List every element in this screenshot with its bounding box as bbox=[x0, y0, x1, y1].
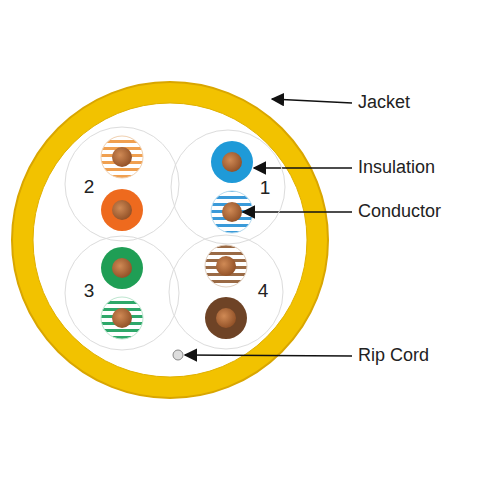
conductor bbox=[112, 200, 132, 220]
conductor bbox=[112, 147, 132, 167]
pair-circle: 1 bbox=[170, 129, 286, 245]
leader-line bbox=[272, 99, 352, 103]
part-label: Rip Cord bbox=[358, 345, 429, 367]
pair-outline bbox=[64, 126, 180, 242]
insulation bbox=[211, 141, 253, 183]
insulation bbox=[101, 247, 143, 289]
pair-number: 1 bbox=[260, 178, 271, 197]
leader-line bbox=[243, 211, 352, 213]
part-label: Conductor bbox=[358, 201, 441, 223]
part-label: Insulation bbox=[358, 157, 435, 179]
conductor-pair bbox=[211, 141, 253, 233]
jacket-inner bbox=[33, 103, 307, 377]
pair-number: 2 bbox=[84, 177, 95, 196]
leader-line bbox=[254, 167, 352, 169]
jacket bbox=[12, 82, 328, 398]
insulation bbox=[101, 189, 143, 231]
conductor-pair bbox=[101, 136, 143, 231]
pair-outline bbox=[171, 130, 285, 244]
insulation bbox=[101, 297, 143, 339]
insulation bbox=[205, 245, 247, 287]
pair-outline bbox=[169, 235, 283, 349]
conductor bbox=[222, 152, 242, 172]
conductor bbox=[112, 258, 132, 278]
conductor bbox=[216, 256, 236, 276]
conductor bbox=[112, 308, 132, 328]
pair-outline bbox=[65, 127, 179, 241]
pair-circle: 4 bbox=[168, 234, 284, 350]
conductor bbox=[216, 308, 236, 328]
pair-outline bbox=[64, 235, 180, 351]
conductor bbox=[222, 202, 242, 222]
pair-circle: 2 bbox=[64, 126, 180, 242]
pair-outline bbox=[65, 236, 179, 350]
pair-circle: 3 bbox=[64, 235, 180, 351]
insulation bbox=[205, 297, 247, 339]
insulation bbox=[101, 136, 143, 178]
rip-cord bbox=[173, 350, 183, 360]
conductor-pair bbox=[205, 245, 247, 339]
conductor-pair bbox=[101, 247, 143, 339]
leader-line bbox=[185, 355, 352, 356]
pair-number: 4 bbox=[258, 281, 269, 300]
pair-number: 3 bbox=[84, 281, 95, 300]
part-label: Jacket bbox=[358, 92, 410, 114]
